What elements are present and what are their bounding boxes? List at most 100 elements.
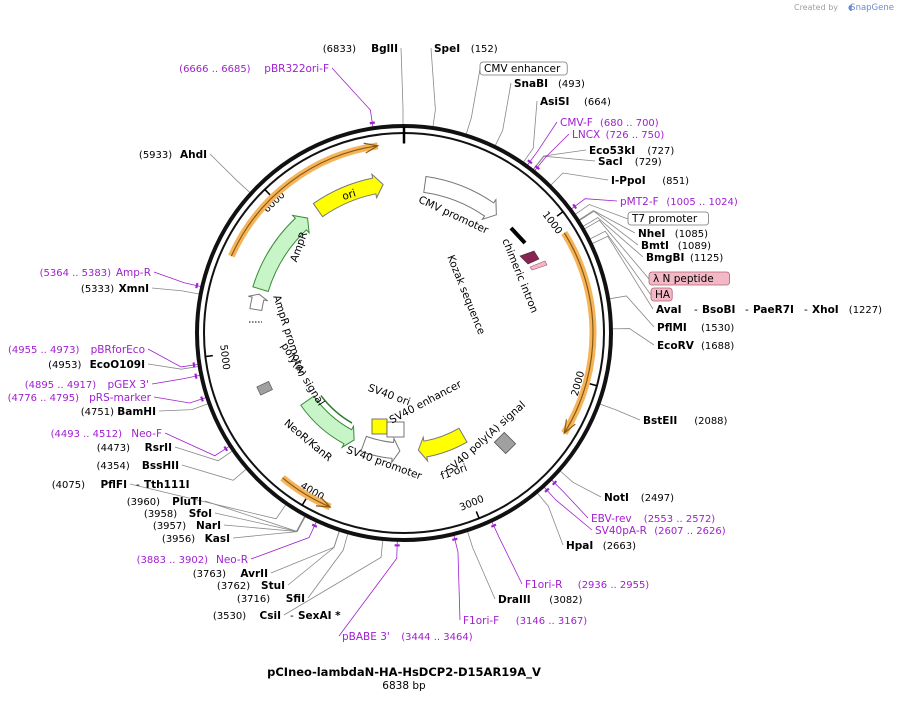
- primer-neo-r-mark: [311, 523, 318, 528]
- site-bmti-leader: [578, 210, 639, 246]
- site-spei-leader: [430, 47, 436, 128]
- primer-pgex-3-leader: [151, 374, 201, 385]
- site-ecorv-leader: [611, 328, 655, 346]
- site-csii-position: (3530): [213, 611, 246, 622]
- primer-pmt2-f-range: (1005 .. 1024): [666, 197, 738, 208]
- plasmid-length: 6838 bp: [382, 680, 426, 692]
- primer-sv40pa-r-name: SV40pA-R: [595, 525, 647, 537]
- primer-amp-r-name: Amp-R: [116, 267, 151, 279]
- tick-3000: [475, 511, 480, 520]
- boxed-t7-promoter-leader: [574, 204, 629, 220]
- primer-pbabe-3-range: (3444 .. 3464): [401, 632, 473, 643]
- site-xhoi-name: XhoI: [812, 304, 839, 316]
- primer-lncx-mark: [534, 165, 540, 170]
- boxed-cmv-enhancer-leader: [465, 68, 481, 136]
- boxed-ha-box: [650, 287, 673, 302]
- feature-label-sv40-ori: SV40 ori: [366, 382, 412, 408]
- site-sfoi-name: SfoI: [189, 508, 212, 520]
- site-xhoi-dash: -: [804, 304, 808, 316]
- site-saci-position: (729): [635, 157, 662, 168]
- primer-pbrforeco-mark: [192, 362, 196, 368]
- feature-label-f1-ori: f1 ori: [439, 462, 469, 483]
- site-spei-position: (152): [471, 44, 498, 55]
- site-i-ppoi-name: I-PpoI: [611, 175, 646, 187]
- site-pflmi-name: PflMI: [657, 322, 687, 334]
- site-bglii-position: (6833): [323, 44, 356, 55]
- site-bmti-position: (1089): [678, 241, 711, 252]
- primer-pbr322ori-f-range: (6666 .. 6685): [179, 64, 251, 75]
- site-paer7i-name: PaeR7I: [753, 304, 794, 316]
- primer-pbabe-3-name: pBABE 3': [342, 631, 390, 643]
- site-ecorv-name: EcoRV: [657, 340, 695, 352]
- site-ecoo109i-leader: [147, 363, 200, 370]
- site-pflfi-leader: [129, 483, 287, 520]
- primer-pbrforeco-leader: [147, 348, 199, 368]
- primer-pmt2-f-name: pMT2-F: [620, 196, 659, 208]
- boxed-ha-leader: [588, 230, 652, 296]
- site-bmti-name: BmtI: [641, 240, 669, 252]
- primer-f1ori-r-name: F1ori-R: [525, 579, 562, 591]
- primer-neo-r-range: (3883 .. 3902): [137, 555, 209, 566]
- site-sexai-dash: -: [290, 610, 294, 622]
- snapgene-logo-icon: ◖: [848, 3, 852, 13]
- ampr-promoter-feature: [248, 293, 269, 312]
- site-noti-name: NotI: [604, 492, 629, 504]
- primer-prs-marker-range: (4776 .. 4795): [8, 393, 80, 404]
- site-kasi-position: (3956): [162, 534, 195, 545]
- primer-prs-marker-name: pRS-marker: [89, 392, 152, 404]
- site-eco53ki-position: (727): [647, 146, 674, 157]
- primer-pbr322ori-f-leader: [331, 67, 374, 128]
- site-asisi-position: (664): [584, 97, 611, 108]
- site-hpai-name: HpaI: [566, 540, 593, 552]
- site-stui-name: StuI: [261, 580, 285, 592]
- site-asisi-name: AsiSI: [540, 96, 569, 108]
- site-avrii-leader: [270, 530, 340, 574]
- site-bsteii-name: BstEII: [643, 415, 677, 427]
- site-bsshii-leader: [181, 464, 248, 481]
- primer-pbr322ori-f-mark: [369, 121, 375, 125]
- ha-mark: [529, 260, 548, 271]
- cmv-promoter-feature: [423, 175, 497, 221]
- site-hpai-leader: [536, 492, 564, 546]
- title-block: pCIneo-lambdaN-HA-HsDCP2-D15AR19A_V 6838…: [267, 665, 541, 692]
- primer-pbabe-3-leader: [338, 540, 398, 637]
- site-ecoo109i-position: (4953): [48, 360, 81, 371]
- tick-6000: [263, 188, 271, 196]
- site-xmni-leader: [151, 287, 201, 295]
- primer-pmt2-f-mark: [572, 203, 578, 210]
- primer-cmv-f-range: (680 .. 700): [600, 118, 659, 129]
- site-tth111i-name: Tth111I: [144, 479, 189, 491]
- primer-f1ori-r-mark: [490, 523, 497, 528]
- site-pflmi-position: (1530): [701, 323, 734, 334]
- site-bamhi-position: (4751): [81, 407, 114, 418]
- sv40-enhancer-box: [386, 421, 405, 438]
- boxed-n-peptide-label: λ N peptide: [653, 273, 714, 285]
- site-stui-position: (3762): [217, 581, 250, 592]
- site-rsrii-leader: [174, 446, 234, 462]
- app-credit: Created by ◖ SnapGene: [794, 3, 894, 13]
- site-bsshii-position: (4354): [97, 461, 130, 472]
- site-sfoi-leader: [214, 512, 306, 532]
- f1-ori-feature: [417, 427, 468, 463]
- primer-pbrforeco-range: (4955 .. 4973): [8, 345, 80, 356]
- site-avrii-name: AvrII: [240, 568, 268, 580]
- primer-neo-f-leader: [164, 432, 231, 457]
- site-csii-name: CsiI: [260, 610, 281, 622]
- orange-arc-right-band: [561, 230, 597, 436]
- site-nhei-name: NheI: [638, 228, 665, 240]
- site-snabi-position: (493): [558, 79, 585, 90]
- site-bsteii-position: (2088): [694, 416, 727, 427]
- boxed-cmv-enhancer-label: CMV enhancer: [484, 63, 561, 75]
- orange-arc-bottom-line: [282, 477, 331, 508]
- site-noti-position: (2497): [641, 493, 674, 504]
- feature-label-chimeric-intron: chimeric intron: [499, 237, 540, 315]
- site-hpai-position: (2663): [603, 541, 636, 552]
- boxed-t7-promoter-label: T7 promoter: [631, 213, 698, 225]
- site-pflfi-position: (4075): [52, 480, 85, 491]
- primer-amp-r-mark: [195, 282, 199, 289]
- feature-label-poly-a-signal: poly(A) signal: [278, 341, 326, 408]
- boxed-n-peptide-leader: [583, 219, 650, 280]
- feature-label-ori: ori: [341, 187, 358, 203]
- primer-prs-marker-mark: [200, 396, 204, 402]
